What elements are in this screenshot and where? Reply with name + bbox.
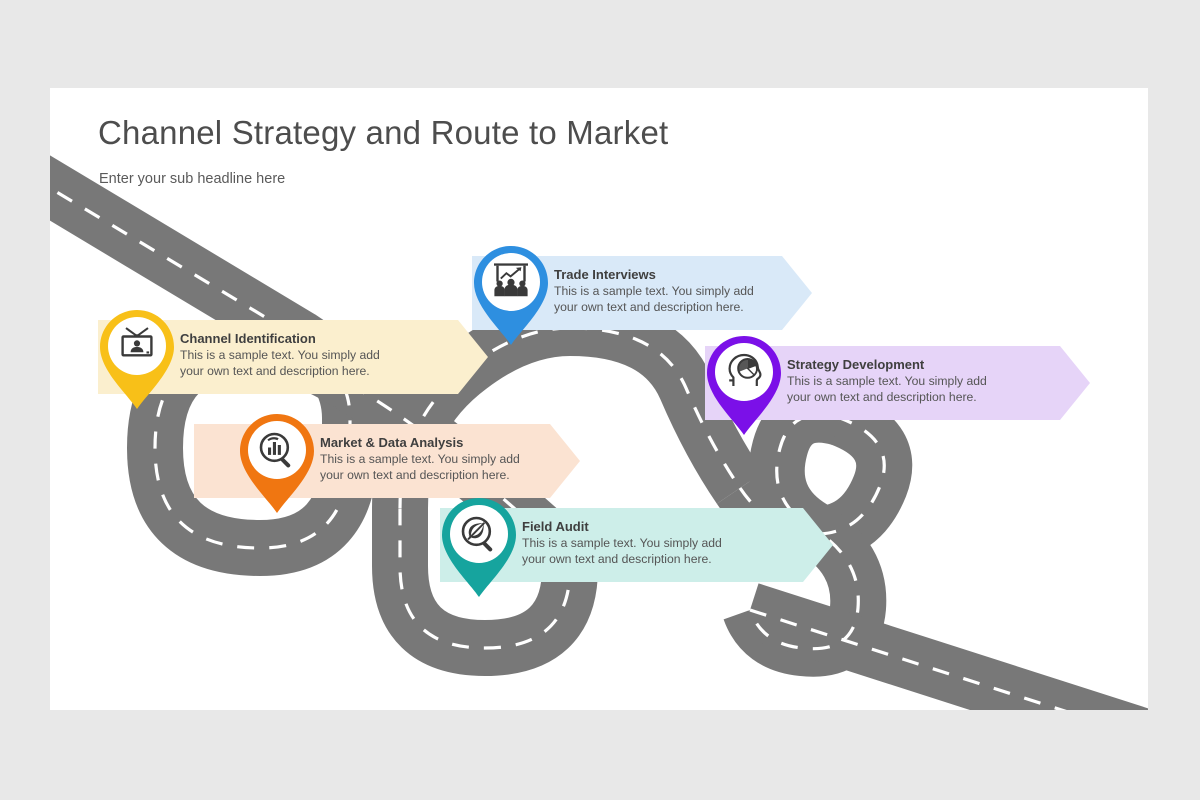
map-pin-channel-identification[interactable] (97, 308, 177, 411)
callout-desc-line1: This is a sample text. You simply add (320, 452, 520, 466)
callout-desc-line2: your own text and description here. (554, 299, 744, 314)
head-pie-chart-icon (728, 353, 762, 386)
magnifier-bar-chart-icon (259, 432, 291, 468)
callout-desc-line2: your own text and description here. (320, 467, 510, 482)
callout-title: Market & Data Analysis (320, 435, 464, 450)
callout-desc-line2: your own text and description here. (787, 389, 977, 404)
callout-market-data-analysis[interactable]: Market & Data Analysis This is a sample … (194, 414, 580, 513)
callout-title: Strategy Development (787, 357, 925, 372)
banner-strategy-development (705, 346, 1090, 420)
callout-desc-line1: This is a sample text. You simply add (554, 284, 754, 298)
callout-text-channel-identification: Channel Identification This is a sample … (180, 331, 380, 379)
callout-desc-line2: your own text and description here. (522, 551, 712, 566)
callout-desc-line1: This is a sample text. You simply add (180, 348, 380, 362)
callout-title: Channel Identification (180, 331, 316, 346)
magnifier-leaf-icon (461, 516, 493, 552)
map-pin-trade-interviews[interactable] (471, 244, 551, 347)
callout-title: Trade Interviews (554, 267, 656, 282)
callout-desc-line1: This is a sample text. You simply add (787, 374, 987, 388)
slide-canvas: Channel Strategy and Route to Market Ent… (50, 88, 1148, 710)
callout-text-market-data-analysis: Market & Data Analysis This is a sample … (320, 435, 520, 483)
map-pin-market-data-analysis[interactable] (237, 412, 317, 515)
presentation-people-icon (494, 263, 528, 297)
map-pin-field-audit[interactable] (439, 496, 519, 599)
callout-text-trade-interviews: Trade Interviews This is a sample text. … (554, 267, 754, 315)
banner-trade-interviews (472, 256, 812, 330)
banner-field-audit (440, 508, 833, 582)
callout-channel-identification[interactable]: Channel Identification This is a sample … (98, 310, 488, 409)
callout-strategy-development[interactable]: Strategy Development This is a sample te… (705, 336, 1090, 435)
banner-channel-identification (98, 320, 488, 394)
television-icon (121, 327, 153, 357)
callout-trade-interviews[interactable]: Trade Interviews This is a sample text. … (472, 246, 812, 345)
callout-title: Field Audit (522, 519, 589, 534)
callout-desc-line2: your own text and description here. (180, 363, 370, 378)
callout-desc-line1: This is a sample text. You simply add (522, 536, 722, 550)
page-title: Channel Strategy and Route to Market (98, 114, 669, 151)
page-subtitle: Enter your sub headline here (99, 171, 286, 187)
map-pin-strategy-development[interactable] (704, 334, 784, 437)
callout-text-strategy-development: Strategy Development This is a sample te… (787, 357, 987, 405)
callout-field-audit[interactable]: Field Audit This is a sample text. You s… (440, 498, 833, 597)
callout-text-field-audit: Field Audit This is a sample text. You s… (522, 519, 722, 567)
